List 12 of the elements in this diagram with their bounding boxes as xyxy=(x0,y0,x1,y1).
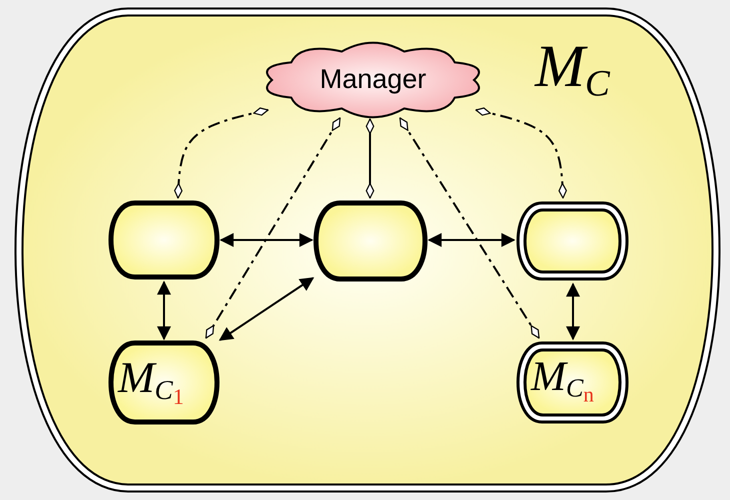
module-label: M$_{C}$ xyxy=(535,36,610,102)
connector-line xyxy=(475,107,567,199)
double-arrow xyxy=(566,282,580,340)
connector-line xyxy=(205,117,341,339)
connector-line xyxy=(366,118,374,199)
connector-line xyxy=(174,107,269,199)
node-label: Manager xyxy=(318,66,428,93)
double-arrow xyxy=(218,277,314,341)
double-arrow xyxy=(428,233,516,247)
connector-line xyxy=(399,117,540,339)
double-arrow xyxy=(220,233,314,247)
double-arrow xyxy=(157,280,171,340)
